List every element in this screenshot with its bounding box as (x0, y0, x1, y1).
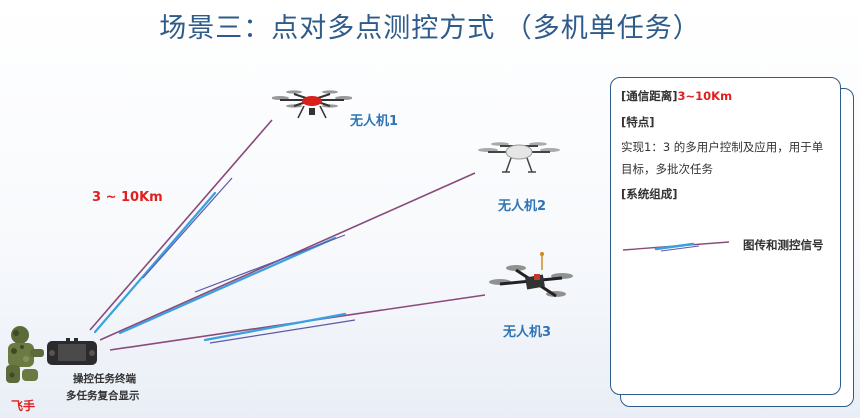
terminal-label-line2: 多任务复合显示 (66, 390, 140, 402)
signal-legend-icon (622, 241, 730, 252)
quadcopter-drone-icon (478, 142, 560, 173)
ground-control-terminal-icon (47, 338, 97, 365)
features-key: [特点] (621, 115, 655, 129)
fpv-drone-icon (489, 252, 573, 298)
info-card: [通信距离]3~10Km [特点] 实现1：3 的多用户控制及应用，用于单目标，… (610, 77, 841, 395)
legend: 图传和测控信号 (621, 236, 836, 256)
features-text: 实现1：3 的多用户控制及应用，用于单目标，多批次任务 (621, 140, 824, 176)
drone-2-label: 无人机2 (498, 199, 547, 214)
link-drone-3 (109, 294, 486, 351)
range-label: 3 ~ 10Km (92, 190, 163, 205)
drone-1-label: 无人机1 (350, 114, 399, 129)
link-drone-2 (99, 172, 476, 341)
distance-value: 3~10Km (677, 89, 733, 103)
pilot-label: 飞手 (11, 399, 36, 413)
soldier-pilot-icon (6, 326, 44, 383)
link-drone-1 (89, 119, 273, 334)
terminal-label-line1: 操控任务终端 (73, 373, 136, 385)
drone-3-label: 无人机3 (503, 325, 552, 340)
distance-key: [通信距离] (621, 89, 678, 103)
legend-label: 图传和测控信号 (743, 238, 824, 252)
page-title: 场景三：点对多点测控方式 （多机单任务） (159, 13, 701, 44)
distance-row: [通信距离]3~10Km (621, 88, 830, 104)
hexacopter-drone-icon (272, 90, 352, 119)
system-key: [系统组成] (621, 187, 678, 201)
